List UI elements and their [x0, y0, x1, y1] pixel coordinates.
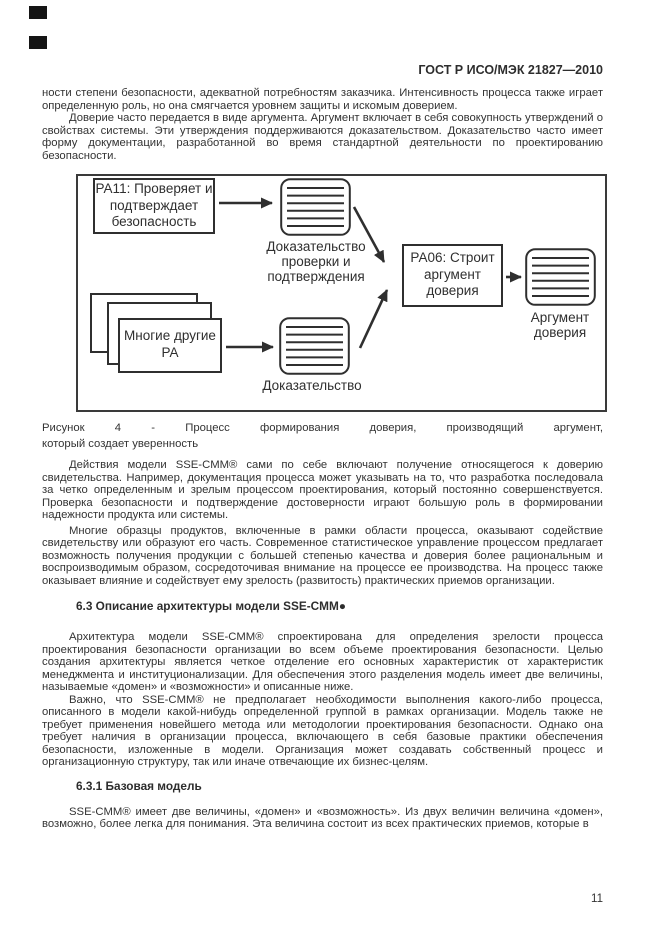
scan-registration-mark — [29, 36, 47, 49]
figure-caption-line1: Рисунок 4 - Процесс формирования доверия… — [42, 422, 603, 434]
section-heading-6-3-1: 6.3.1 Базовая модель — [76, 778, 202, 793]
page-number: 11 — [591, 893, 603, 905]
paragraph: Важно, что SSE-CMM® не предполагает необ… — [42, 693, 603, 769]
intro-text-block: ности степени безопасности, адекватной п… — [42, 87, 603, 162]
process-box-pa06: РА06: Строит аргумент доверия — [402, 244, 503, 307]
scan-registration-mark — [29, 6, 47, 19]
document-icon — [280, 178, 351, 236]
main-text-block: Действия модели SSE-CMM® сами по себе вк… — [42, 459, 603, 831]
flow-arrows — [219, 197, 522, 353]
section-heading-6-3: 6.3 Описание архитектуры модели SSE-CMM● — [76, 599, 346, 613]
paragraph: Действия модели SSE-CMM® сами по себе вк… — [42, 459, 603, 521]
paragraph: Архитектура модели SSE-CMM® спроектирова… — [42, 631, 603, 693]
document-icon — [525, 248, 596, 306]
process-box-pa11: РА11: Проверяет и подтверждает безопасно… — [93, 178, 215, 234]
label-evidence: Доказательство — [262, 378, 362, 393]
paragraph: SSE-CMM® имеет две величины, «домен» и «… — [42, 805, 603, 831]
document-icon — [279, 317, 350, 375]
paragraph: Многие образцы продуктов, включенные в р… — [42, 524, 603, 587]
document-header-title: ГОСТ Р ИСО/МЭК 21827—2010 — [418, 63, 603, 77]
figure-4-diagram: РА11: Проверяет и подтверждает безопасно… — [76, 174, 607, 412]
label-evidence-verification: Доказательство проверки и подтверждения — [266, 239, 366, 284]
label-assurance-argument: Аргумент доверия — [530, 310, 590, 340]
figure-caption: Рисунок 4 - Процесс формирования доверия… — [42, 420, 603, 452]
paragraph: ности степени безопасности, адекватной п… — [42, 87, 603, 112]
figure-caption-line2: который создает уверенность — [42, 438, 199, 450]
process-box-many-pa: Многие другие РА — [118, 318, 222, 373]
paragraph: Доверие часто передается в виде аргумент… — [42, 112, 603, 162]
